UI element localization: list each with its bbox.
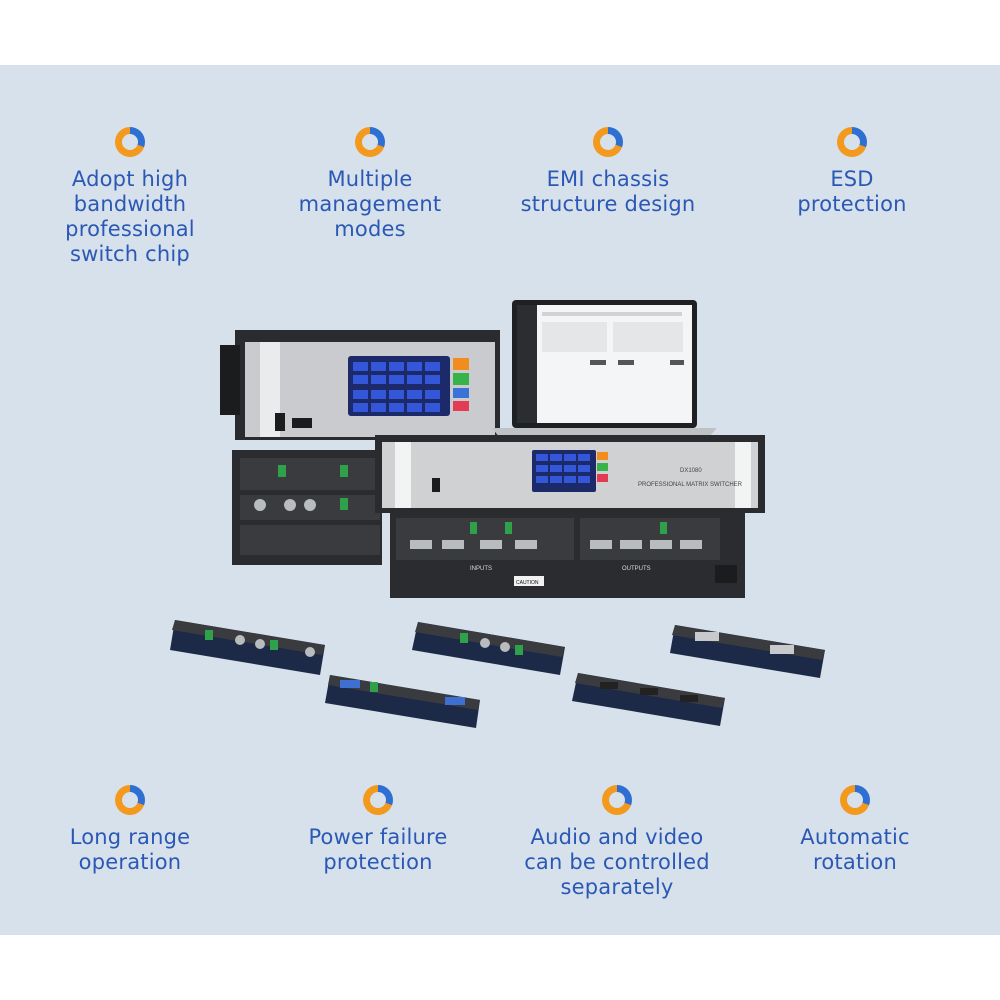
ring-icon [837, 127, 867, 157]
rack-unit-back [220, 330, 500, 440]
ring-icon [355, 127, 385, 157]
feature-top-4: ESD protection [732, 127, 972, 217]
feature-bottom-3: Audio and video can be controlled separa… [497, 785, 737, 900]
rack-unit-front: DX1080 PROFESSIONAL MATRIX SWITCHER [375, 435, 765, 513]
feature-label: Multiple management modes [298, 167, 442, 241]
feature-top-2: Multiple management modes [250, 127, 490, 242]
ring-icon [602, 785, 632, 815]
feature-top-1: Adopt high bandwidth professional switch… [10, 127, 250, 267]
rear-inputs-label: INPUTS [470, 566, 492, 572]
ring-icon [115, 127, 145, 157]
front-caption: PROFESSIONAL MATRIX SWITCHER [638, 482, 743, 488]
laptop-control-software [492, 300, 717, 438]
card-3 [412, 622, 565, 675]
feature-bottom-2: Power failure protection [258, 785, 498, 875]
front-model: DX1080 [680, 468, 702, 474]
card-5 [670, 625, 825, 678]
feature-label: Adopt high bandwidth professional switch… [65, 167, 195, 266]
ring-icon [115, 785, 145, 815]
card-4 [572, 673, 725, 726]
rear-panel-left [232, 450, 382, 565]
feature-label: Audio and video can be controlled separa… [524, 825, 710, 899]
card-1 [170, 620, 325, 675]
feature-bottom-1: Long range operation [10, 785, 250, 875]
rear-outputs-label: OUTPUTS [622, 566, 651, 572]
ring-icon [840, 785, 870, 815]
module-cards [170, 620, 825, 728]
ring-icon [593, 127, 623, 157]
feature-label: Long range operation [69, 825, 191, 874]
rear-panel-right: INPUTS OUTPUTS CAUTION [390, 513, 745, 598]
feature-bottom-4: Automatic rotation [735, 785, 975, 875]
ring-icon [363, 785, 393, 815]
card-2 [325, 675, 480, 728]
feature-top-3: EMI chassis structure design [488, 127, 728, 217]
feature-label: EMI chassis structure design [520, 167, 696, 216]
feature-label: ESD protection [797, 167, 907, 216]
product-illustration: DX1080 PROFESSIONAL MATRIX SWITCHER INPU… [170, 300, 825, 728]
feature-label: Automatic rotation [800, 825, 910, 874]
caution-label: CAUTION [516, 580, 539, 586]
feature-label: Power failure protection [308, 825, 448, 874]
